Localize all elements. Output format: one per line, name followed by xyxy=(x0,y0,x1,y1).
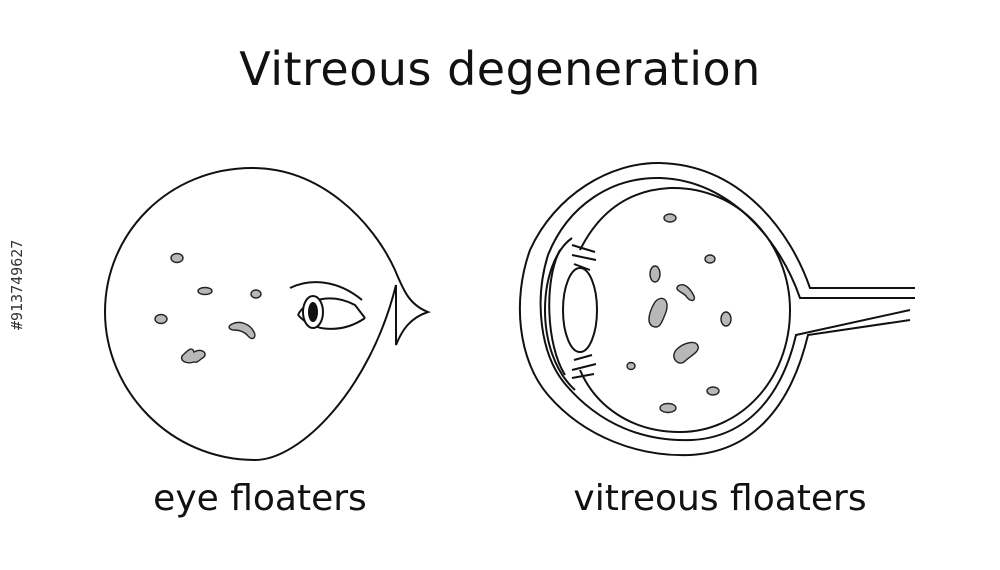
floater xyxy=(676,284,696,302)
diagram-title: Vitreous degeneration xyxy=(239,42,761,96)
lens xyxy=(562,267,598,353)
cornea-inner xyxy=(548,249,566,376)
floater xyxy=(706,386,720,396)
floater xyxy=(648,297,668,328)
eye-lower-lid xyxy=(297,314,366,330)
floater xyxy=(720,311,732,327)
floater xyxy=(704,254,716,264)
floater xyxy=(154,313,168,325)
floater xyxy=(663,213,677,223)
cornea xyxy=(544,237,576,391)
floater xyxy=(673,341,699,364)
eye-upper-lid xyxy=(297,297,366,319)
floater xyxy=(197,286,213,296)
floater xyxy=(659,402,677,414)
floater xyxy=(649,265,661,283)
eyelid-crease xyxy=(289,281,363,301)
floater xyxy=(170,252,184,264)
label-vitreous-floaters: vitreous floaters xyxy=(573,478,867,519)
sclera-outer xyxy=(518,161,915,457)
floater xyxy=(626,361,636,371)
eye-floaters-illustration xyxy=(103,166,431,462)
label-eye-floaters: eye floaters xyxy=(153,478,367,519)
floater xyxy=(181,348,206,364)
retina xyxy=(579,186,792,434)
floater xyxy=(250,289,262,299)
iris-upper xyxy=(571,244,597,271)
pupil xyxy=(308,302,318,322)
vitreous-floaters-illustration xyxy=(518,161,915,457)
watermark-id: #913749627 xyxy=(8,239,26,330)
floater xyxy=(228,321,256,340)
iris-lower xyxy=(571,354,597,379)
eyeball-outline xyxy=(103,166,431,462)
sclera-inner xyxy=(539,176,915,442)
